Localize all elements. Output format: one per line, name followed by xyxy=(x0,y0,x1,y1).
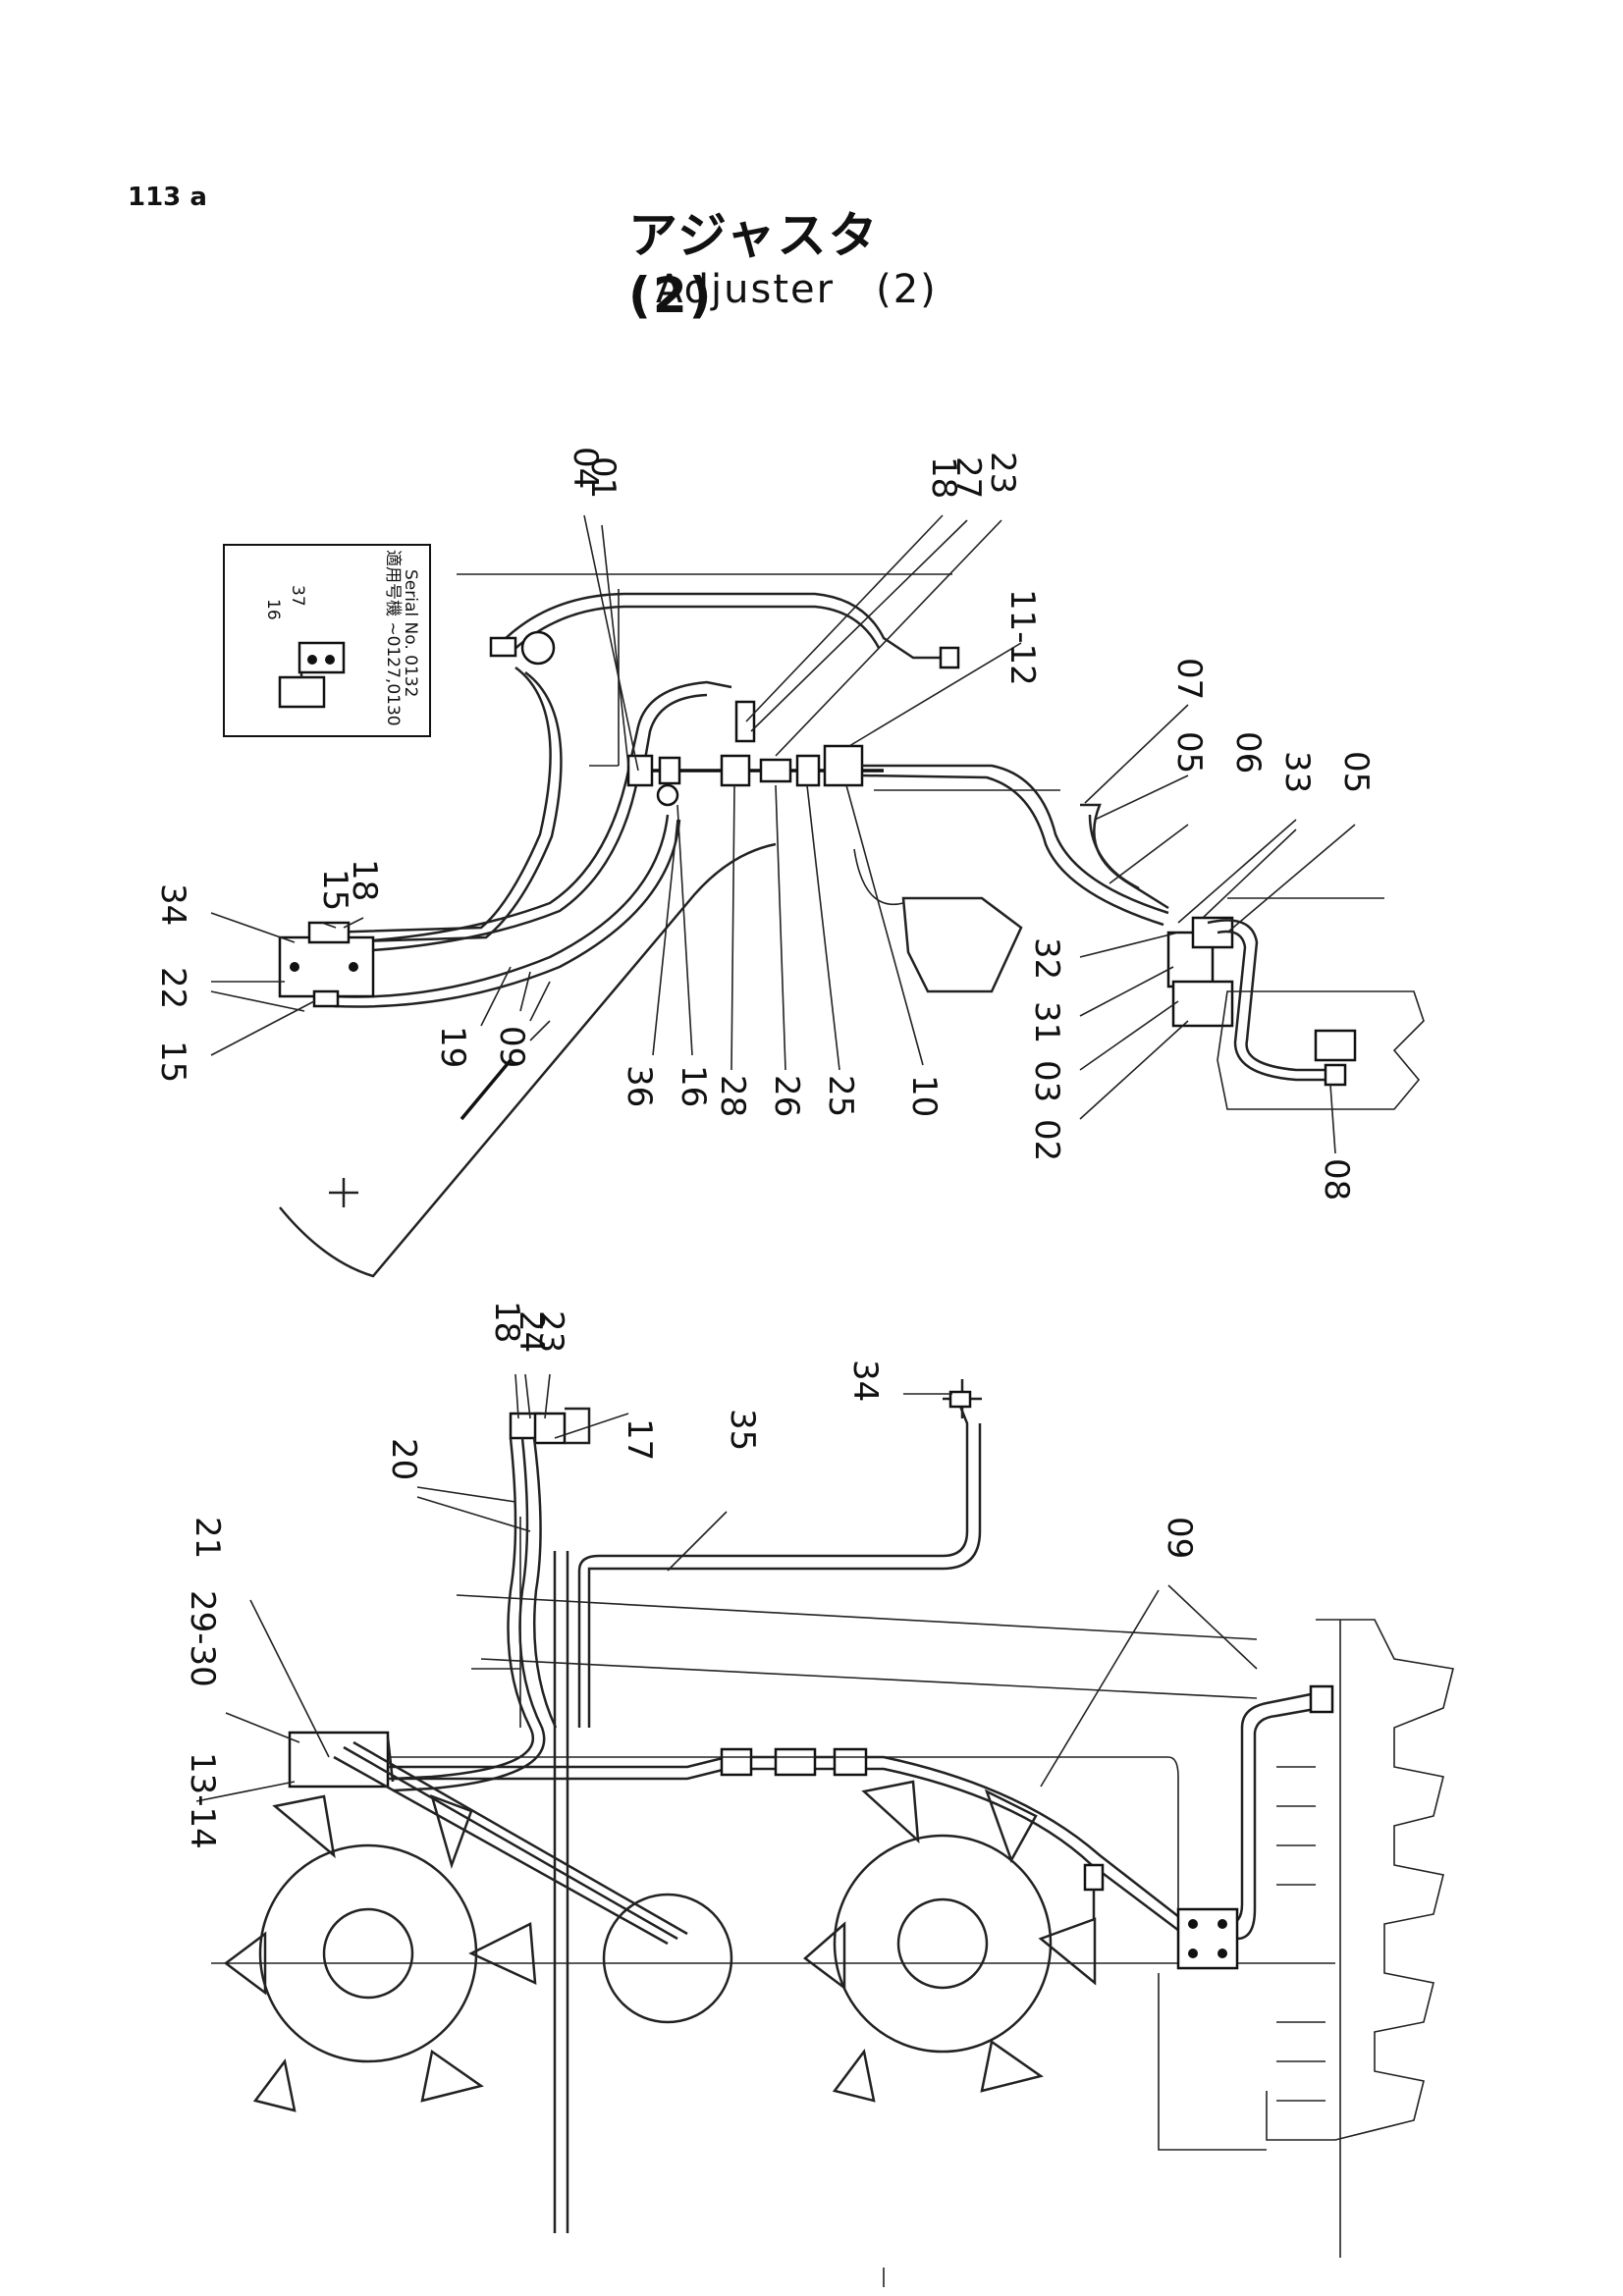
callout-06: 06 xyxy=(1228,731,1268,774)
callout-01: 01 xyxy=(583,456,622,499)
upper-callouts: 04 01 18 27 23 11-12 07 05 06 33 05 15 1… xyxy=(153,447,1376,1201)
title-english: Adjuster (2) xyxy=(656,267,938,312)
inset-label-16: 16 xyxy=(263,599,283,620)
inset-note-en: Serial No. 0132 xyxy=(401,569,420,697)
inset-note-ja: 適用号機 ~0127,0130 xyxy=(383,550,403,726)
callout-07: 07 xyxy=(1169,658,1209,700)
callout-04: 04 xyxy=(566,447,605,489)
callout-22: 22 xyxy=(153,967,192,1009)
callout-36: 36 xyxy=(620,1065,659,1107)
callout-09: 09 xyxy=(492,1026,531,1068)
callout-18b: 18 xyxy=(345,859,384,901)
callout-05: 05 xyxy=(1169,731,1209,774)
callout-11-12: 11-12 xyxy=(1002,589,1042,686)
callout-33: 33 xyxy=(1277,751,1317,793)
callout-lower-20: 20 xyxy=(384,1438,423,1480)
callout-15b: 15 xyxy=(153,1041,192,1083)
right-sprocket xyxy=(803,1780,1097,2103)
callout-19: 19 xyxy=(433,1026,472,1068)
callout-lower-24: 24 xyxy=(512,1310,551,1353)
callout-lower-29-30: 29-30 xyxy=(183,1590,222,1687)
upper-leader-lines xyxy=(210,514,1356,1154)
callout-lower-23: 23 xyxy=(531,1310,570,1353)
lower-callouts: 18 24 23 17 34 35 20 21 29-30 13-14 09 xyxy=(183,1301,1199,1849)
callout-10: 10 xyxy=(904,1075,944,1117)
lower-leader-lines xyxy=(195,1373,1258,1802)
callout-lower-13-14: 13-14 xyxy=(183,1752,222,1849)
callout-03: 03 xyxy=(1027,1060,1066,1102)
callout-34: 34 xyxy=(153,883,192,926)
callout-25: 25 xyxy=(821,1075,860,1117)
inset-detail: 16 37 適用号機 ~0127,0130 Serial No. 0132 xyxy=(223,544,431,737)
callout-15: 15 xyxy=(315,869,354,911)
callout-32: 32 xyxy=(1027,937,1066,980)
callout-lower-17: 17 xyxy=(620,1418,659,1461)
callout-27: 27 xyxy=(948,456,988,499)
callout-31: 31 xyxy=(1027,1001,1066,1043)
page-number: 113 a xyxy=(128,183,207,212)
callout-05b: 05 xyxy=(1336,751,1376,793)
inset-label-37: 37 xyxy=(288,585,307,607)
callout-26: 26 xyxy=(767,1075,806,1117)
callout-23: 23 xyxy=(983,452,1022,494)
callout-lower-34: 34 xyxy=(845,1360,885,1402)
callout-lower-18: 18 xyxy=(487,1301,526,1343)
callout-lower-35: 35 xyxy=(723,1409,762,1451)
callout-lower-21: 21 xyxy=(188,1517,227,1559)
upper-assembly-drawing xyxy=(278,573,1425,1278)
callout-02: 02 xyxy=(1027,1119,1066,1161)
callout-08: 08 xyxy=(1317,1158,1356,1201)
left-sprocket xyxy=(223,1793,537,2112)
lower-assembly-drawing xyxy=(211,1379,1454,2258)
callout-28: 28 xyxy=(713,1075,752,1117)
title-japanese: アジャスタ (2) xyxy=(628,207,931,324)
callout-18: 18 xyxy=(924,456,963,499)
callout-16: 16 xyxy=(674,1065,713,1107)
callout-lower-09: 09 xyxy=(1160,1517,1199,1559)
